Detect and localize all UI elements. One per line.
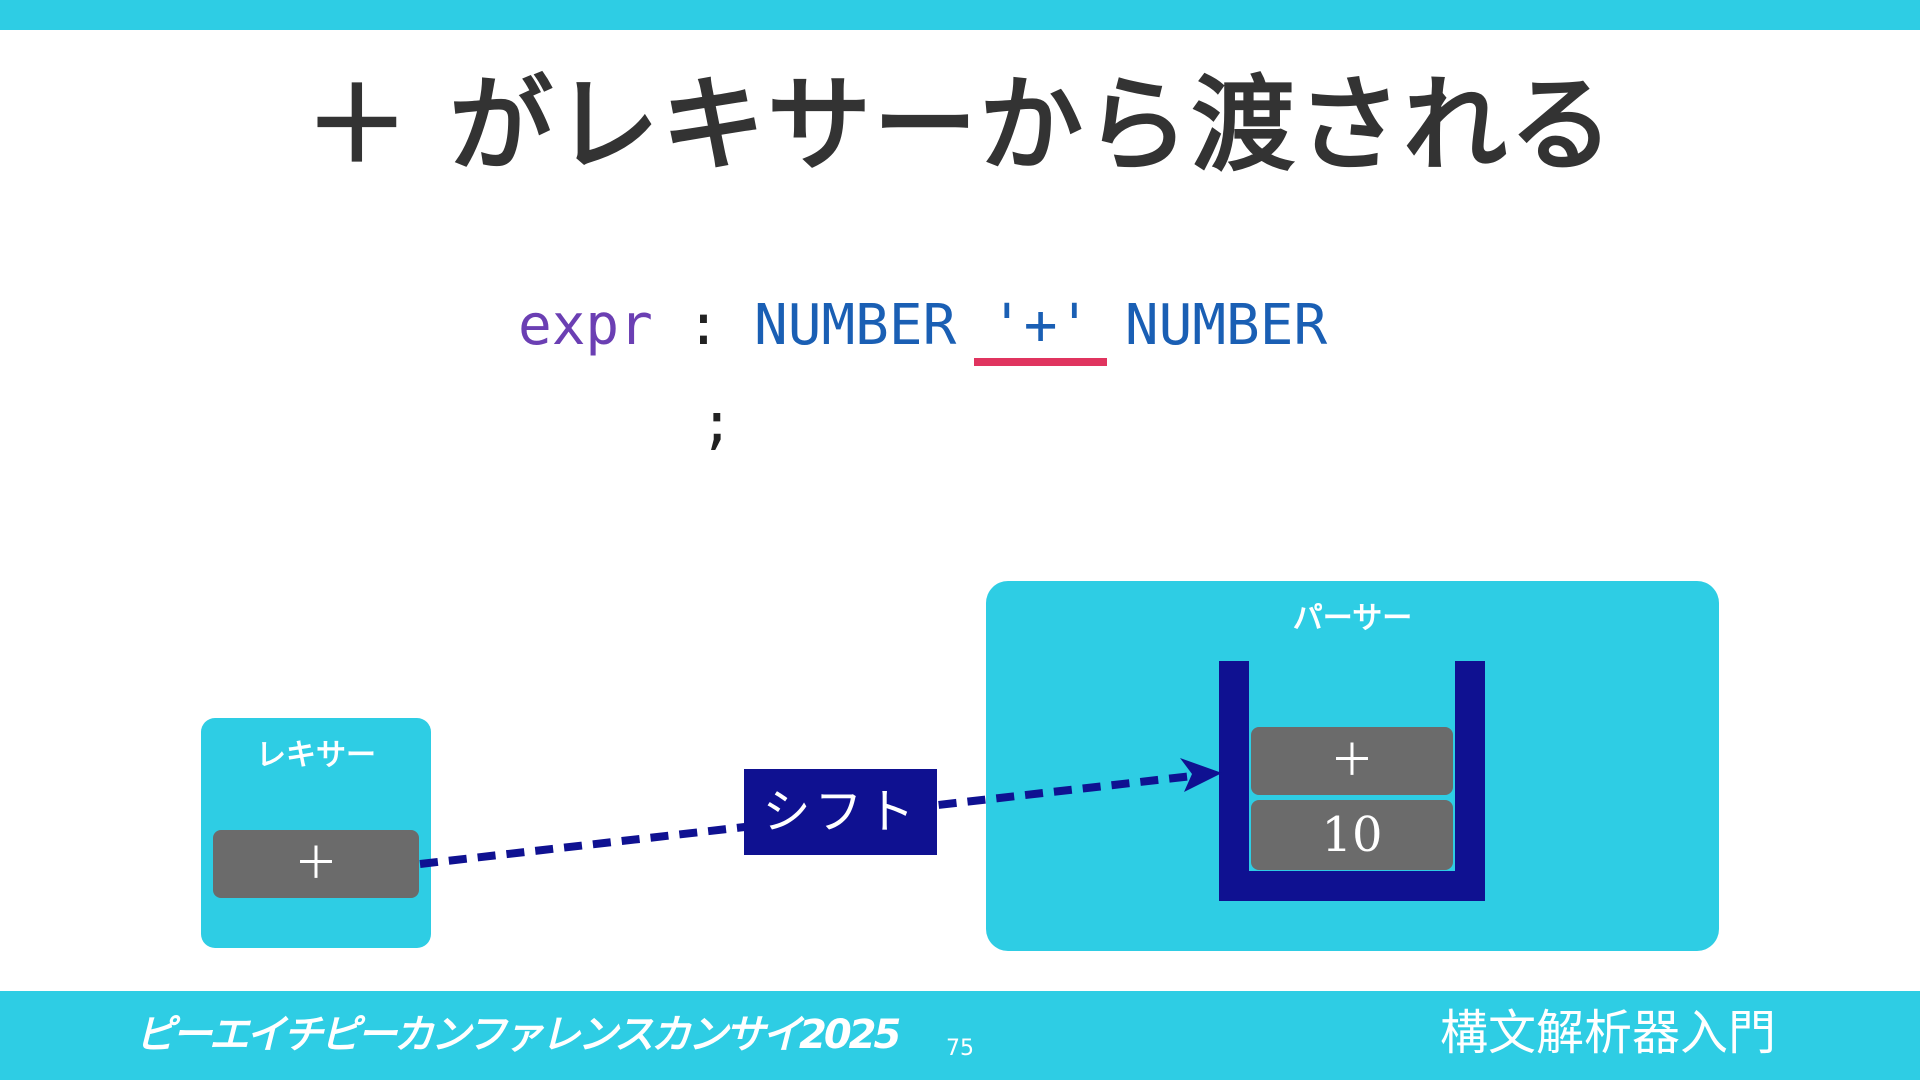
highlight-underline xyxy=(974,358,1108,366)
lexer-box: レキサー ＋ xyxy=(201,718,431,948)
slide-title: ＋ がレキサーから渡される xyxy=(304,63,1616,186)
footer-bar: ピーエイチピーカンファレンスカンサイ2025 75 構文解析器入門 xyxy=(0,991,1920,1080)
stack-wall-left xyxy=(1219,661,1249,901)
grammar-term-number-2: NUMBER xyxy=(1124,293,1328,358)
talk-title: 構文解析器入門 xyxy=(1440,1005,1777,1061)
stack-wall-right xyxy=(1455,661,1485,901)
parser-label: パーサー xyxy=(1292,601,1413,636)
grammar-rule-name: expr xyxy=(518,293,653,358)
grammar-term-plus-highlight: '+' xyxy=(974,298,1108,366)
grammar-semicolon: ; xyxy=(700,391,734,456)
parser-box: パーサー ＋ 10 xyxy=(986,581,1719,951)
page-number: 75 xyxy=(946,1036,974,1061)
shift-action-label: シフト xyxy=(744,769,937,855)
arrow-head-icon xyxy=(1180,758,1222,792)
lexer-label: レキサー xyxy=(256,738,376,773)
stack-token-plus: ＋ xyxy=(1251,727,1453,795)
top-accent-bar xyxy=(0,0,1920,30)
grammar-colon: : xyxy=(686,293,721,358)
lexer-token-plus: ＋ xyxy=(213,830,419,898)
grammar-rule-line: expr : NUMBER '+' NUMBER xyxy=(518,298,1327,366)
stack-floor xyxy=(1219,871,1485,901)
grammar-term-number-1: NUMBER xyxy=(754,293,957,358)
stack-token-10: 10 xyxy=(1251,800,1453,870)
grammar-term-plus: '+' xyxy=(990,293,1092,358)
event-logo: ピーエイチピーカンファレンスカンサイ2025 xyxy=(135,1012,901,1058)
